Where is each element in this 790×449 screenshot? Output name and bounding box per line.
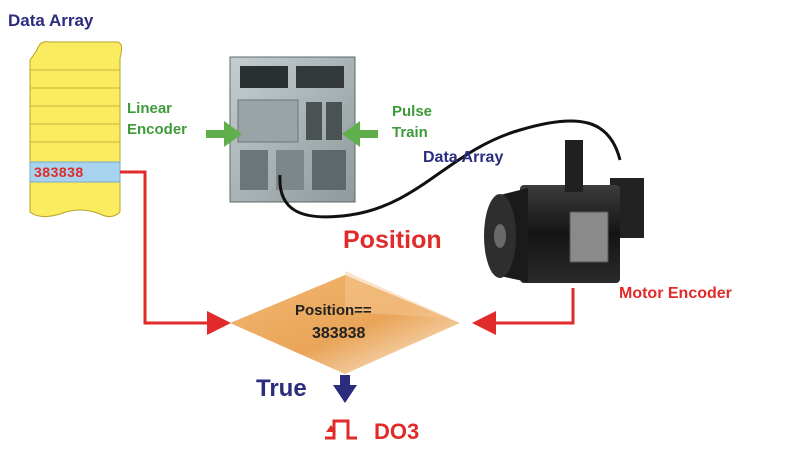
decision-diamond: [230, 271, 460, 374]
true-down-arrow: [333, 375, 357, 403]
data-array-title: Data Array: [8, 11, 94, 30]
position-label: Position: [343, 226, 442, 254]
true-label: True: [256, 375, 307, 402]
data-array-stack: [29, 41, 123, 218]
servo-motor-image: [484, 140, 644, 283]
motor-encoder-label: Motor Encoder: [619, 285, 732, 302]
array-to-decision-arrow: [120, 170, 231, 335]
pulse-rise-icon: [326, 425, 336, 432]
encoder-to-decision-arrow: [472, 288, 575, 335]
do3-pulse-icon: [325, 419, 357, 440]
pulse-train-label-line2: Train: [392, 124, 428, 141]
pulse-train-arrow: [342, 121, 378, 147]
decision-line2: 383838: [312, 325, 366, 342]
do3-label: DO3: [374, 419, 420, 444]
linear-encoder-arrow: [206, 121, 242, 147]
pulse-train-label-line1: Pulse: [392, 103, 433, 120]
drive-data-array-label: Data Array: [423, 149, 504, 166]
highlighted-array-value: 383838: [34, 164, 84, 180]
linear-encoder-label-line1: Linear: [127, 100, 173, 117]
linear-encoder-label-line2: Encoder: [127, 121, 188, 138]
motor-cable: [278, 119, 622, 219]
servo-drive-image: [229, 56, 356, 203]
decision-line1: Position==: [295, 302, 372, 319]
